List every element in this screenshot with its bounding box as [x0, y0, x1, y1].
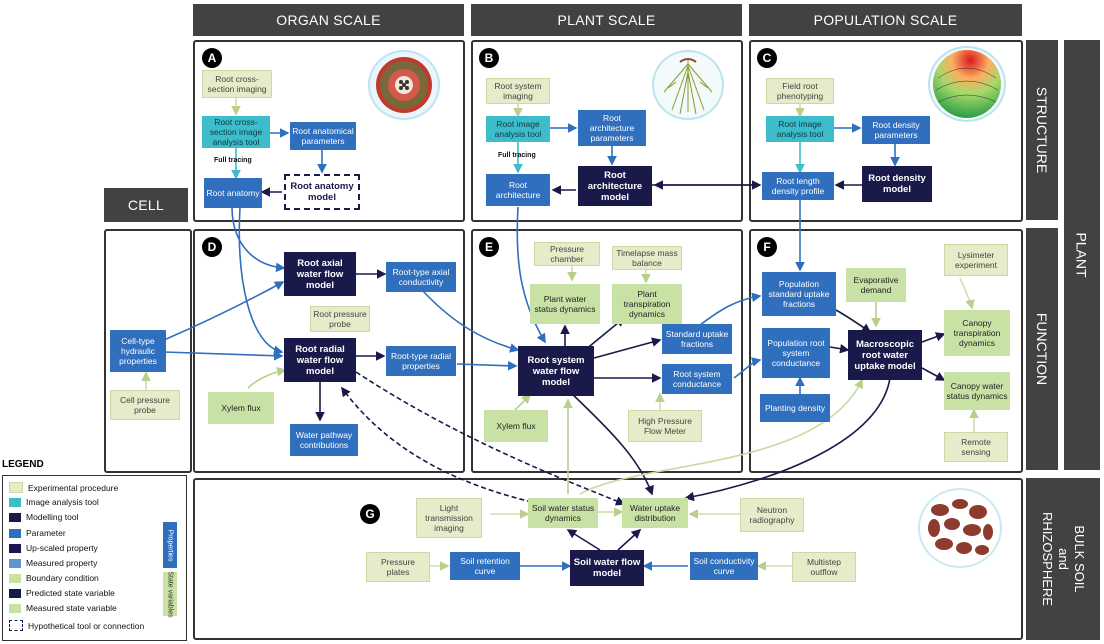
root-system-illustration: [652, 50, 724, 120]
standard-uptake-fractions: Standard uptake fractions: [662, 324, 732, 354]
canopy-water-status-dynamics: Canopy water status dynamics: [944, 372, 1010, 410]
header-plant: PLANT: [1064, 40, 1100, 470]
canopy-transpiration-dynamics: Canopy transpiration dynamics: [944, 310, 1010, 356]
panel-label-b: B: [479, 48, 499, 68]
xylem-flux-e: Xylem flux: [484, 410, 548, 442]
soil-conductivity-curve: Soil conductivity curve: [690, 552, 758, 580]
legend-measured-property: Measured property: [9, 558, 97, 568]
root-cross-section-imaging: Root cross-section imaging: [202, 70, 272, 98]
legend: Experimental procedure Image analysis to…: [2, 475, 187, 641]
field-root-phenotyping: Field root phenotyping: [766, 78, 834, 104]
water-uptake-distribution: Water uptake distribution: [622, 498, 688, 528]
header-function: FUNCTION: [1026, 228, 1058, 470]
root-anatomical-parameters: Root anatomical parameters: [290, 122, 356, 150]
light-transmission-imaging: Light transmission imaging: [416, 498, 482, 538]
water-pathway-contributions: Water pathway contributions: [290, 424, 358, 456]
neutron-radiography: Neutron radiography: [740, 498, 804, 532]
legend-upscaled-property: Up-scaled property: [9, 543, 98, 553]
density-map-icon: [933, 50, 1001, 118]
soil-water-flow-model: Soil water flow model: [570, 550, 644, 586]
panel-label-g: G: [360, 504, 380, 524]
legend-predicted-state: Predicted state variable: [9, 588, 115, 598]
legend-measured-state: Measured state variable: [9, 603, 117, 613]
cell-pressure-probe: Cell pressure probe: [110, 390, 180, 420]
header-organ-scale: ORGAN SCALE: [193, 4, 464, 36]
root-cross-section-illustration: [368, 50, 440, 120]
header-population-scale: POPULATION SCALE: [749, 4, 1022, 36]
soil-water-status-dynamics: Soil water status dynamics: [528, 498, 598, 528]
header-cell: CELL: [104, 188, 188, 222]
panel-label-f: F: [757, 237, 777, 257]
root-architecture-parameters: Root architecture parameters: [578, 110, 646, 146]
legend-modelling-tool: Modelling tool: [9, 512, 78, 522]
soil-aggregates-icon: [928, 499, 993, 555]
root-system-icon: [663, 58, 713, 115]
panel-label-c: C: [757, 48, 777, 68]
root-cross-section-icon: [376, 57, 432, 113]
legend-parameter: Parameter: [9, 528, 66, 538]
root-architecture: Root architecture: [486, 174, 550, 206]
root-density-model: Root density model: [862, 166, 932, 202]
soil-retention-curve: Soil retention curve: [450, 552, 520, 580]
root-system-water-flow-model: Root system water flow model: [518, 346, 594, 396]
plant-water-status-dynamics: Plant water status dynamics: [530, 284, 600, 324]
legend-properties-tag: Properties: [163, 522, 177, 568]
legend-state-tag: State variables: [163, 571, 177, 617]
root-density-parameters: Root density parameters: [862, 116, 930, 144]
root-system-conductance: Root system conductance: [662, 364, 732, 394]
population-standard-uptake-fractions: Population standard uptake fractions: [762, 272, 836, 316]
panel-label-a: A: [202, 48, 222, 68]
full-tracing-label-a: Full tracing: [214, 157, 252, 164]
cell-type-hydraulic-properties: Cell-type hydraulic properties: [110, 330, 166, 372]
legend-boundary-condition: Boundary condition: [9, 573, 99, 583]
root-anatomy-model: Root anatomy model: [284, 174, 360, 210]
root-anatomy: Root anatomy: [204, 178, 262, 208]
macroscopic-root-water-uptake-model: Macroscopic root water uptake model: [848, 330, 922, 380]
full-tracing-label-b: Full tracing: [498, 152, 536, 159]
population-root-system-conductance: Population root system conductance: [762, 328, 830, 378]
evaporative-demand: Evaporative demand: [846, 268, 906, 302]
panel-label-e: E: [479, 237, 499, 257]
remote-sensing: Remote sensing: [944, 432, 1008, 462]
multistep-outflow: Multistep outflow: [792, 552, 856, 582]
pressure-plates: Pressure plates: [366, 552, 430, 582]
pressure-chamber: Pressure chamber: [534, 242, 600, 266]
root-architecture-model: Root architecture model: [578, 166, 652, 206]
high-pressure-flow-meter: High Pressure Flow Meter: [628, 410, 702, 442]
panel-label-d: D: [202, 237, 222, 257]
root-pressure-probe: Root pressure probe: [310, 306, 370, 332]
legend-image-tool: Image analysis tool: [9, 497, 99, 507]
planting-density: Planting density: [760, 394, 830, 422]
header-plant-scale: PLANT SCALE: [471, 4, 742, 36]
legend-hypothetical: Hypothetical tool or connection: [9, 620, 144, 631]
root-density-map-illustration: [928, 46, 1006, 122]
legend-title: LEGEND: [2, 459, 44, 470]
header-structure: STRUCTURE: [1026, 40, 1058, 220]
timelapse-mass-balance: Timelapse mass balance: [612, 246, 682, 270]
root-image-analysis-tool-c: Root image analysis tool: [766, 116, 834, 142]
root-system-imaging: Root system imaging: [486, 78, 550, 104]
lysimeter-experiment: Lysimeter experiment: [944, 244, 1008, 276]
root-cross-section-analysis-tool: Root cross-section image analysis tool: [202, 116, 270, 148]
root-type-axial-conductivity: Root-type axial conductivity: [386, 262, 456, 292]
legend-experimental: Experimental procedure: [9, 482, 118, 493]
root-radial-water-flow-model: Root radial water flow model: [284, 338, 356, 382]
root-axial-water-flow-model: Root axial water flow model: [284, 252, 356, 296]
soil-aggregates-illustration: [918, 488, 1002, 568]
root-image-analysis-tool-b: Root image analysis tool: [486, 116, 550, 142]
root-length-density-profile: Root length density profile: [762, 172, 834, 200]
root-type-radial-properties: Root-type radial properties: [386, 346, 456, 376]
plant-transpiration-dynamics: Plant transpiration dynamics: [612, 284, 682, 324]
xylem-flux-d: Xylem flux: [208, 392, 274, 424]
